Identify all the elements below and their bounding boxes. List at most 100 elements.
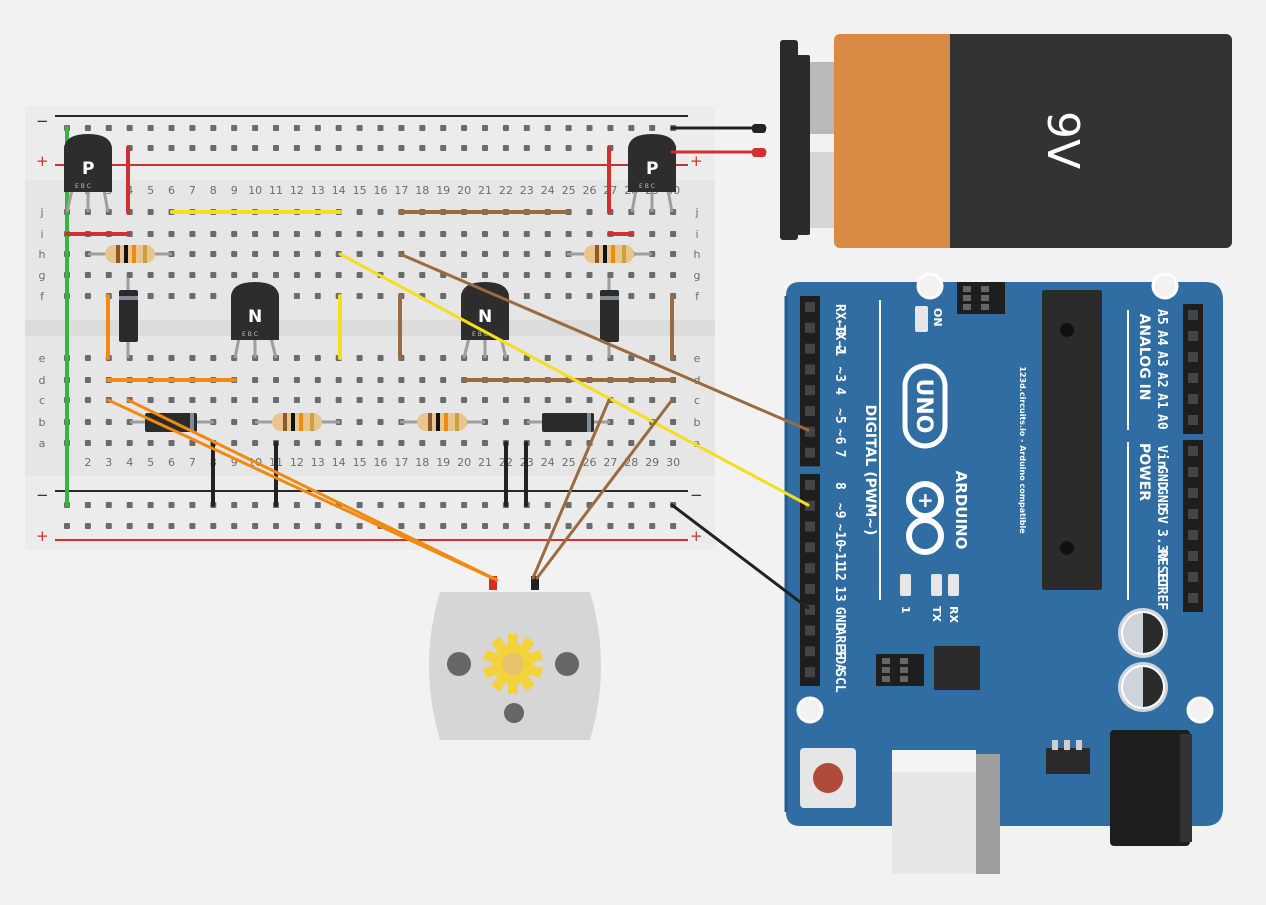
header-pin[interactable] xyxy=(805,646,815,657)
breadboard-hole xyxy=(628,272,635,278)
breadboard-hole xyxy=(189,272,196,278)
analog-pin-label: A0 xyxy=(1154,414,1169,430)
header-pin[interactable] xyxy=(1188,509,1198,519)
digital-pin-label: 8 xyxy=(832,482,847,490)
rail-hole xyxy=(293,502,300,508)
header-pin[interactable] xyxy=(805,406,815,416)
header-pin[interactable] xyxy=(805,521,815,532)
header-pin[interactable] xyxy=(805,343,815,354)
gear-tooth xyxy=(508,680,518,694)
breadboard-hole xyxy=(565,231,572,237)
breadboard-hole xyxy=(356,209,363,215)
breadboard-hole xyxy=(273,272,279,278)
header-pin[interactable] xyxy=(805,563,815,574)
breadboard-hole xyxy=(356,377,363,383)
brown-wire-to-motor-1 xyxy=(531,398,611,580)
rail-hole xyxy=(126,523,133,529)
header-pin[interactable] xyxy=(1188,446,1198,456)
header-pin[interactable] xyxy=(805,322,815,333)
header-pin[interactable] xyxy=(805,604,815,615)
breadboard-hole xyxy=(273,377,279,383)
rail-hole xyxy=(628,502,635,508)
header-pin[interactable] xyxy=(1188,488,1198,498)
digital-pin-label: TX→1 xyxy=(832,325,847,356)
header-pin[interactable] xyxy=(1188,572,1198,582)
digital-pin-label: RX←0 xyxy=(832,304,847,335)
header-pin[interactable] xyxy=(805,500,815,511)
header-pin[interactable] xyxy=(1188,331,1198,341)
breadboard-hole xyxy=(628,355,635,361)
rail-hole xyxy=(502,125,509,131)
breadboard-hole xyxy=(105,419,112,425)
rail-hole xyxy=(419,145,426,151)
breadboard-hole xyxy=(335,397,342,403)
header-pin[interactable] xyxy=(805,447,815,458)
breadboard-hole xyxy=(670,419,677,425)
rail-hole xyxy=(523,145,530,151)
header-pin[interactable] xyxy=(1188,530,1198,540)
breadboard-hole xyxy=(84,397,91,403)
header-pin[interactable] xyxy=(1188,310,1198,320)
header-pin[interactable] xyxy=(805,302,815,312)
analog-pin-label: A2 xyxy=(1154,372,1169,388)
header-pin[interactable] xyxy=(1188,551,1198,561)
column-number: 21 xyxy=(478,456,492,469)
breadboard-hole xyxy=(84,272,91,278)
header-pin[interactable] xyxy=(805,364,815,375)
digital-pin-label: 13 xyxy=(832,586,847,602)
row-letter: j xyxy=(694,206,698,219)
breadboard-hole xyxy=(210,397,217,403)
rail-hole xyxy=(628,523,635,529)
header-pin[interactable] xyxy=(805,426,815,437)
column-number: 18 xyxy=(415,456,429,469)
header-pin[interactable] xyxy=(1188,467,1198,477)
breadboard-hole xyxy=(398,231,405,237)
header-pin[interactable] xyxy=(1188,593,1198,603)
column-number: 6 xyxy=(168,456,175,469)
breadboard-hole xyxy=(84,377,91,383)
header-pin[interactable] xyxy=(805,667,815,678)
rail-hole xyxy=(440,145,447,151)
column-number: 30 xyxy=(666,456,680,469)
analog-header-label: ANALOG IN xyxy=(1136,313,1152,400)
breadboard-hole xyxy=(586,272,593,278)
rail-hole xyxy=(252,125,259,131)
rail-hole xyxy=(523,125,530,131)
breadboard-hole xyxy=(377,419,384,425)
breadboard-hole xyxy=(377,377,384,383)
npn-left-letter: N xyxy=(248,307,262,327)
header-pin[interactable] xyxy=(805,584,815,594)
digital-pin-label: 7 xyxy=(832,450,847,458)
header-pin[interactable] xyxy=(805,385,815,396)
header-pin[interactable] xyxy=(1188,373,1198,383)
breadboard-hole xyxy=(649,355,656,361)
header-pin[interactable] xyxy=(1188,352,1198,362)
column-number: 11 xyxy=(269,184,283,197)
column-number: 7 xyxy=(189,456,196,469)
column-number: 21 xyxy=(478,184,492,197)
breadboard-hole xyxy=(544,397,551,403)
rail-hole xyxy=(502,523,509,529)
breadboard-hole xyxy=(210,272,217,278)
header-pin[interactable] xyxy=(1188,394,1198,404)
rail-hole xyxy=(84,502,91,508)
icsp-pin xyxy=(963,295,971,301)
rail-hole xyxy=(314,523,321,529)
icsp-pin xyxy=(981,286,989,292)
breadboard-hole xyxy=(147,231,154,237)
header-pin[interactable] xyxy=(805,480,815,490)
rail-hole xyxy=(252,502,259,508)
transistor-npn-right: N E B C xyxy=(461,282,509,359)
l-led xyxy=(900,574,911,596)
header-pin[interactable] xyxy=(805,542,815,553)
npn-left-pins: E B C xyxy=(242,331,258,338)
transistor-npn-left: N E B C xyxy=(231,282,279,359)
breadboard-hole xyxy=(293,377,300,383)
breadboard-hole xyxy=(252,272,259,278)
breadboard-hole xyxy=(586,293,593,299)
breadboard-hole xyxy=(419,355,426,361)
breadboard-hole xyxy=(628,440,635,446)
header-pin[interactable] xyxy=(1188,415,1198,425)
digital-pin-label: ~5 xyxy=(832,408,847,424)
header-pin[interactable] xyxy=(805,625,815,636)
